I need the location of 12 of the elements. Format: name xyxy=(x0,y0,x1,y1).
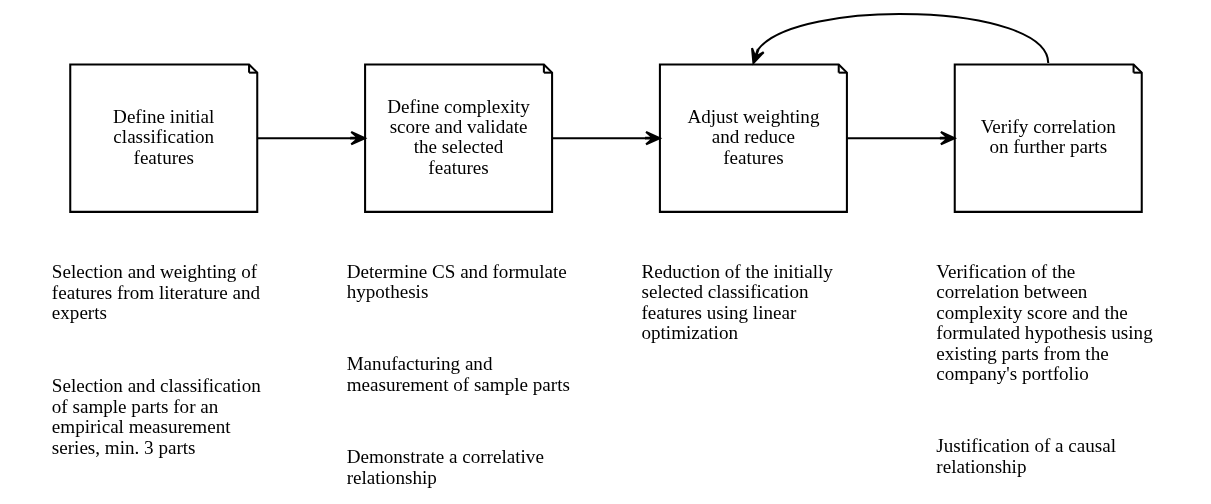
arrow xyxy=(846,131,956,146)
node-label: Selection and classification of sample parts for an empirical measurement series, min. 3 parts xyxy=(51,375,261,458)
node-label: Verification of the correlation between complexity score and the formulated hypothesis using existing parts from the company's portfolio xyxy=(935,260,1153,385)
node-label: Demonstrate a correlative relationship xyxy=(346,446,544,488)
node-label: Selection and weighting of features from literature and experts xyxy=(51,261,260,324)
node-label: Determine CS and formulate hypothesis xyxy=(346,260,567,303)
node-label: Manufacturing and measurement of sample parts xyxy=(346,353,570,395)
arrow xyxy=(551,131,661,146)
arrow xyxy=(257,131,366,146)
arrow xyxy=(750,13,1049,65)
node-label: Reduction of the initially selected classification features using linear optimization xyxy=(640,260,833,344)
node-label: Justification of a causal relationship xyxy=(935,435,1116,477)
